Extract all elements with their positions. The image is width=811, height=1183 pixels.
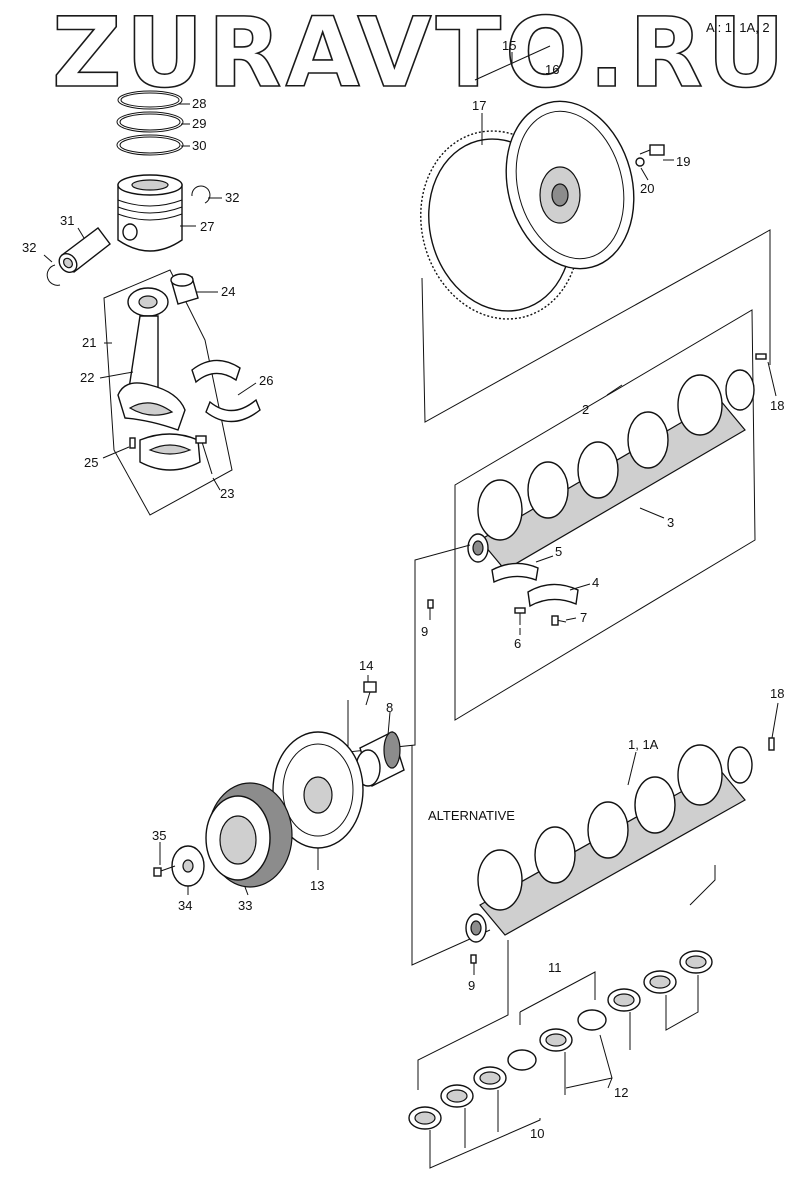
piston-rings: [116, 90, 184, 156]
callout-26: 26: [259, 373, 273, 388]
crankshaft-frame: [454, 309, 756, 721]
main-bearings: [408, 865, 716, 1169]
callout-13: 13: [310, 878, 324, 893]
callout-32-left: 32: [22, 240, 36, 255]
dowel-pin-18a: [755, 353, 767, 360]
callout-8: 8: [386, 700, 393, 715]
conrod-bolt: [195, 435, 213, 475]
pulley-plate: [171, 845, 205, 887]
callout-22: 22: [80, 370, 94, 385]
callout-15: 15: [502, 38, 516, 53]
callout-6: 6: [514, 636, 521, 651]
snap-ring-right: [191, 185, 211, 204]
flywheel-bolt: [635, 144, 665, 167]
callout-32-right: 32: [225, 190, 239, 205]
watermark: ZURAVTO.RU: [52, 0, 789, 109]
dowel-pin-9b: [470, 954, 477, 964]
flywheel-frame: [421, 229, 771, 423]
callout-18-top: 18: [770, 398, 784, 413]
bearing-shell-lower: [205, 398, 261, 423]
callout-20: 20: [640, 181, 654, 196]
piston-pin: [58, 227, 111, 274]
callout-11: 11: [548, 960, 562, 975]
callout-27: 27: [200, 219, 214, 234]
callout-labels: 28 29 30 32 31 27 32 24 21 22 26 25 23 1…: [22, 38, 784, 1141]
bearing-shell-upper: [191, 359, 241, 384]
callout-7: 7: [580, 610, 587, 625]
callout-25: 25: [84, 455, 98, 470]
vibration-damper: [272, 731, 364, 849]
alternative-label: ALTERNATIVE: [428, 808, 515, 823]
callout-9-top: 9: [421, 624, 428, 639]
callout-12: 12: [614, 1085, 628, 1100]
callout-30: 30: [192, 138, 206, 153]
callout-4: 4: [592, 575, 599, 590]
callout-5: 5: [555, 544, 562, 559]
hub: [355, 731, 405, 787]
callout-24: 24: [221, 284, 235, 299]
callout-leaders: [43, 45, 779, 975]
connecting-rod: [117, 287, 186, 431]
piston: [117, 174, 183, 252]
snap-ring-left: [46, 264, 61, 286]
callout-19: 19: [676, 154, 690, 169]
conrod-dowel: [129, 437, 136, 449]
thrust-washer-lower: [527, 583, 579, 608]
callout-23: 23: [220, 486, 234, 501]
washer-screws: [514, 607, 567, 626]
callout-2: 2: [582, 402, 589, 417]
alternative-frame: [411, 745, 491, 966]
header-code: A : 1, 1A, 2: [706, 20, 770, 35]
callout-35: 35: [152, 828, 166, 843]
callout-31: 31: [60, 213, 74, 228]
callout-28: 28: [192, 96, 206, 111]
crankshaft: [467, 369, 755, 571]
callout-34: 34: [178, 898, 192, 913]
plate-bolt: [153, 865, 176, 877]
callout-10: 10: [530, 1126, 544, 1141]
callout-33: 33: [238, 898, 252, 913]
conrod-cap: [139, 433, 201, 471]
conrod-frame: [103, 269, 233, 516]
damper-bolt-14: [363, 681, 377, 706]
callout-17: 17: [472, 98, 486, 113]
callout-21: 21: [82, 335, 96, 350]
callout-29: 29: [192, 116, 206, 131]
callout-14: 14: [359, 658, 373, 673]
alternative-crankshaft: [465, 744, 753, 943]
dowel-pin-9a: [427, 599, 434, 609]
callout-16: 16: [545, 62, 559, 77]
callout-1-1a: 1, 1A: [628, 737, 659, 752]
small-end-bushing: [170, 273, 199, 305]
callout-18-bottom: 18: [770, 686, 784, 701]
callout-9-bottom: 9: [468, 978, 475, 993]
callout-3: 3: [667, 515, 674, 530]
dowel-pin-18b: [768, 737, 775, 751]
damper-frame: [347, 544, 471, 753]
flywheel: [505, 100, 635, 270]
pulley: [205, 782, 293, 888]
thrust-washer-upper: [491, 562, 539, 584]
